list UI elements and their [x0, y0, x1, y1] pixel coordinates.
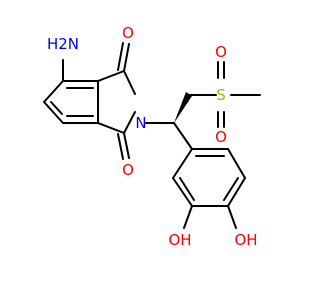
catechol-ring — [172, 148, 246, 207]
sulfur-label: S — [216, 86, 226, 104]
sulfone-oxygen-lower-label: O — [215, 128, 227, 146]
imide-oxygen-top-label: O — [122, 24, 134, 42]
hydroxyl-left-label: OH — [168, 231, 191, 249]
carbonyl-bonds — [117, 42, 130, 160]
hydroxyl-bonds — [183, 205, 237, 229]
sulfone-bonds — [217, 61, 261, 128]
imide-oxygen-bottom-label: O — [122, 161, 134, 179]
hydroxyl-right-label: OH — [234, 231, 257, 249]
sulfone-oxygen-upper-label: O — [215, 43, 227, 61]
wedge-bond — [174, 92, 192, 123]
amine-label: H2N — [47, 35, 79, 53]
phthalimide-benzene-ring — [43, 80, 99, 124]
imide-nitrogen-label: N — [135, 114, 146, 132]
imide-ring — [97, 70, 136, 134]
bond-stereocenter-aryl — [173, 122, 193, 150]
molecule-structure-diagram: H2N O O N S O O OH OH — [43, 24, 261, 249]
